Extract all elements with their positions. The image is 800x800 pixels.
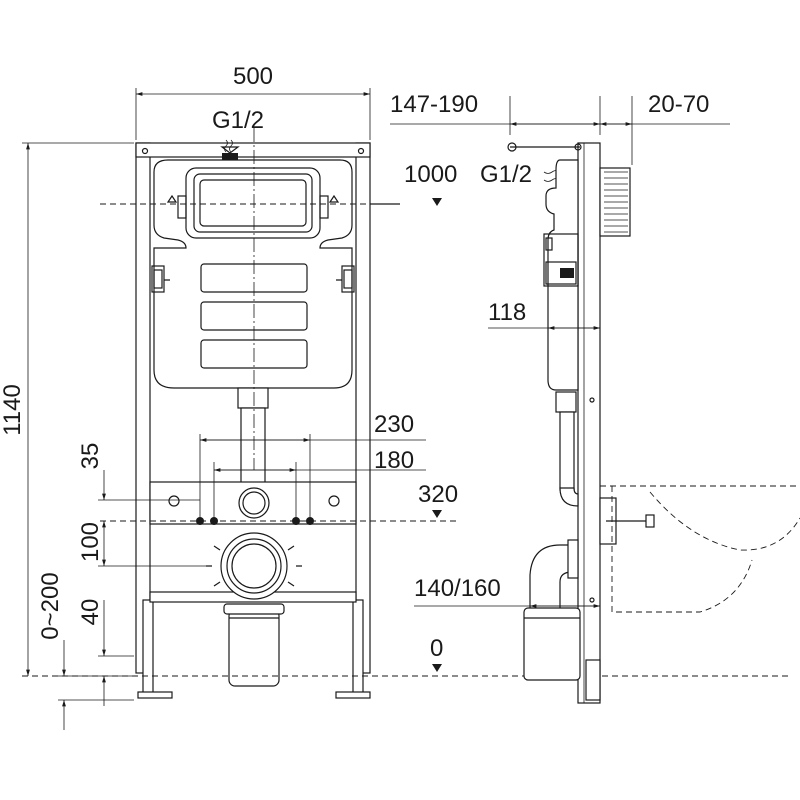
dim-adjust-label: 0~200 bbox=[37, 572, 64, 639]
frame-right-leg bbox=[352, 599, 364, 696]
frame-top-bar bbox=[135, 142, 371, 158]
frame-left-leg bbox=[142, 599, 154, 696]
inlet-connector bbox=[222, 153, 238, 160]
side-view: 147-190 20-70 G1/2 118 140/160 bbox=[390, 91, 800, 704]
side-inlet-valve bbox=[507, 142, 517, 152]
side-outlet-elbow bbox=[529, 544, 573, 611]
dim-118-label: 118 bbox=[488, 299, 526, 326]
toilet-bowl-outline bbox=[600, 485, 800, 613]
front-view: 500 G1/2 1140 1000 230 180 320 35 bbox=[0, 63, 790, 730]
wall-range-label: 20-70 bbox=[648, 91, 709, 118]
depth-label: 147-190 bbox=[390, 91, 478, 118]
bolt-height-label: 320 bbox=[418, 481, 458, 508]
height-label: 1140 bbox=[0, 384, 26, 436]
frame-right-foot bbox=[335, 691, 371, 699]
cistern-tank bbox=[153, 159, 353, 389]
width-label: 500 bbox=[233, 63, 273, 90]
drain-pipe bbox=[228, 609, 280, 687]
lower-crossbar bbox=[149, 481, 357, 525]
side-inlet-label: G1/2 bbox=[480, 161, 532, 188]
actuator-height-label: 1000 bbox=[404, 161, 457, 188]
dim-35-label: 35 bbox=[77, 443, 104, 470]
bolt-spacing-outer-label: 230 bbox=[374, 411, 414, 438]
frame-left-upright bbox=[135, 142, 151, 674]
front-inlet-label: G1/2 bbox=[212, 107, 264, 134]
dim-40-label: 40 bbox=[77, 599, 104, 626]
bolt-spacing-inner-label: 180 bbox=[374, 447, 414, 474]
dim-100-label: 100 bbox=[77, 522, 104, 562]
frame-left-foot bbox=[137, 691, 173, 699]
floor-label: 0 bbox=[430, 635, 443, 662]
frame-right-upright bbox=[355, 142, 371, 674]
outlet-label: 140/160 bbox=[414, 575, 501, 602]
outlet-collar bbox=[220, 532, 288, 600]
side-frame-upright bbox=[577, 142, 601, 704]
flush-pipe bbox=[237, 387, 269, 409]
